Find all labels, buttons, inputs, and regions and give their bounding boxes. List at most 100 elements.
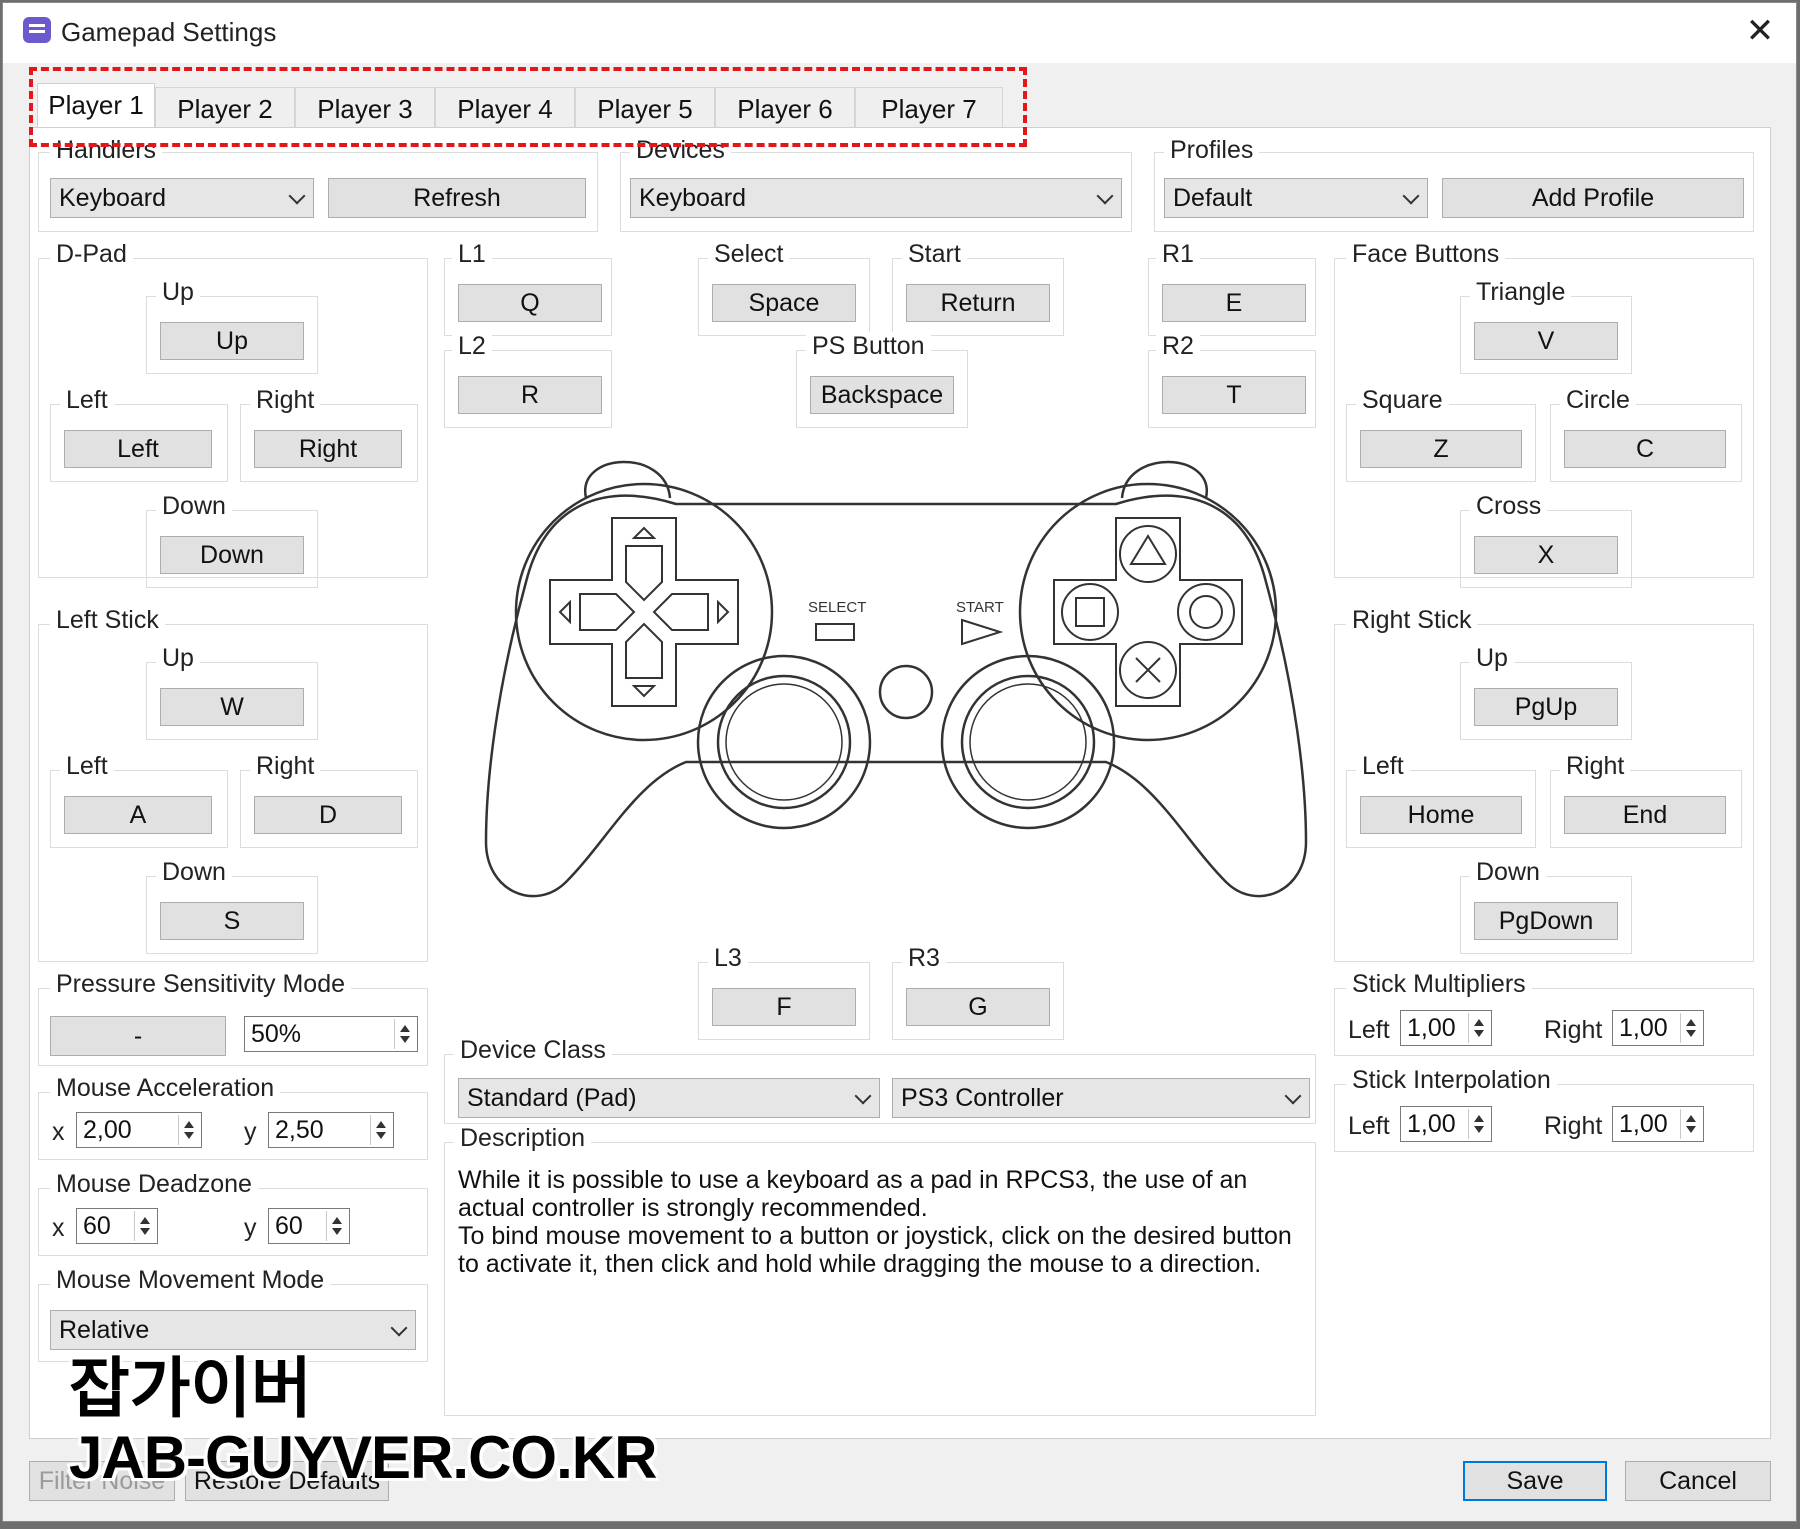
tab-player-1[interactable]: Player 1 [37, 83, 155, 131]
device-type-select[interactable]: PS3 Controller [892, 1078, 1310, 1118]
dpad-group [38, 258, 428, 578]
dpad-right-button[interactable]: Right [254, 430, 402, 468]
spin-arrows-icon[interactable] [1468, 1109, 1489, 1139]
handlers-select[interactable]: Keyboard [50, 178, 314, 218]
dpad-up-button[interactable]: Up [160, 322, 304, 360]
spin-arrows-icon[interactable] [370, 1115, 391, 1145]
triangle-button[interactable]: V [1474, 322, 1618, 360]
select-button[interactable]: Space [712, 284, 856, 322]
stick-multipliers-right-value: 1,00 [1619, 1014, 1668, 1042]
devices-select[interactable]: Keyboard [630, 178, 1122, 218]
tab-player-3[interactable]: Player 3 [295, 87, 435, 129]
right-stick-group [1334, 624, 1754, 962]
circle-symbol-icon [1189, 595, 1223, 629]
stick-multipliers-right-spinbox[interactable]: 1,00 [1612, 1010, 1704, 1046]
dpad-up-group [146, 296, 318, 374]
r3-group [892, 962, 1064, 1040]
tab-player-7[interactable]: Player 7 [855, 87, 1003, 129]
right-stick-right-button[interactable]: End [1564, 796, 1726, 834]
description-text: While it is possible to use a keyboard a… [458, 1166, 1292, 1278]
cross-button[interactable]: X [1474, 536, 1618, 574]
square-label: Square [1356, 386, 1449, 415]
stick-multipliers-left-value: 1,00 [1407, 1014, 1456, 1042]
dpad-right-segment [652, 593, 709, 631]
left-stick-up-button[interactable]: W [160, 688, 304, 726]
square-face-button [1061, 583, 1119, 641]
stick-multipliers-left-spinbox[interactable]: 1,00 [1400, 1010, 1492, 1046]
l1-button[interactable]: Q [458, 284, 602, 322]
watermark-url: JAB-GUYVER.CO.KR [69, 1424, 657, 1491]
triangle-label: Triangle [1470, 278, 1572, 307]
tab-player-5[interactable]: Player 5 [575, 87, 715, 129]
tab-player-6[interactable]: Player 6 [715, 87, 855, 129]
face-buttons-label: Face Buttons [1346, 240, 1506, 269]
square-button[interactable]: Z [1360, 430, 1522, 468]
left-stick-left-group [50, 770, 228, 848]
tab-player-2[interactable]: Player 2 [155, 87, 295, 129]
select-symbol-icon [815, 623, 855, 641]
stick-interpolation-right-spinbox[interactable]: 1,00 [1612, 1106, 1704, 1142]
tab-player-4[interactable]: Player 4 [435, 87, 575, 129]
chevron-down-icon [1096, 187, 1114, 205]
mouse-accel-y-spinbox[interactable]: 2,50 [268, 1112, 394, 1148]
cancel-button[interactable]: Cancel [1625, 1461, 1771, 1501]
close-icon[interactable]: ✕ [1745, 12, 1775, 50]
mouse-accel-y-value: 2,50 [275, 1116, 324, 1144]
devices-value: Keyboard [639, 184, 747, 212]
spin-arrows-icon[interactable] [178, 1115, 199, 1145]
r2-group [1148, 350, 1316, 428]
dpad-left-segment [579, 593, 636, 631]
mouse-movement-select[interactable]: Relative [50, 1310, 416, 1350]
select-text: SELECT [808, 599, 866, 616]
dpad-down-arrow [631, 685, 657, 698]
controller-diagram: SELECT START [484, 460, 1308, 898]
right-stick-up-button[interactable]: PgUp [1474, 688, 1618, 726]
add-profile-button[interactable]: Add Profile [1442, 178, 1744, 218]
profiles-select[interactable]: Default [1164, 178, 1428, 218]
dpad-right-group [240, 404, 418, 482]
stick-interpolation-left-spinbox[interactable]: 1,00 [1400, 1106, 1492, 1142]
profiles-value: Default [1173, 184, 1253, 212]
dpad-down-button[interactable]: Down [160, 536, 304, 574]
right-stick-left-button[interactable]: Home [1360, 796, 1522, 834]
pressure-button[interactable]: - [50, 1016, 226, 1056]
save-button[interactable]: Save [1463, 1461, 1607, 1501]
circle-button[interactable]: C [1564, 430, 1726, 468]
stick-multipliers-label: Stick Multipliers [1346, 970, 1532, 999]
triangle-symbol-icon [1129, 534, 1167, 565]
stick-interpolation-right-label: Right [1544, 1112, 1603, 1140]
left-stick-left-button[interactable]: A [64, 796, 212, 834]
l2-button[interactable]: R [458, 376, 602, 414]
right-stick-down-button[interactable]: PgDown [1474, 902, 1618, 940]
spin-arrows-icon[interactable] [1680, 1013, 1701, 1043]
window-title: Gamepad Settings [61, 17, 277, 47]
dpad-left-button[interactable]: Left [64, 430, 212, 468]
ps-button[interactable]: Backspace [810, 376, 954, 414]
spin-arrows-icon[interactable] [1680, 1109, 1701, 1139]
start-button[interactable]: Return [906, 284, 1050, 322]
mouse-deadzone-x-spinbox[interactable]: 60 [76, 1208, 158, 1244]
left-stick-group [38, 624, 428, 962]
r2-button[interactable]: T [1162, 376, 1306, 414]
refresh-button[interactable]: Refresh [328, 178, 586, 218]
spin-arrows-icon[interactable] [134, 1211, 155, 1241]
left-stick-right-button[interactable]: D [254, 796, 402, 834]
spin-arrows-icon[interactable] [394, 1019, 415, 1049]
l3-button[interactable]: F [712, 988, 856, 1026]
r1-button[interactable]: E [1162, 284, 1306, 322]
stick-interpolation-left-label: Left [1348, 1112, 1390, 1140]
filter-noise-button[interactable]: Filter Noise [29, 1461, 175, 1501]
restore-defaults-button[interactable]: Restore Defaults [185, 1461, 389, 1501]
left-stick-down-button[interactable]: S [160, 902, 304, 940]
mouse-accel-x-spinbox[interactable]: 2,00 [76, 1112, 202, 1148]
title-bar: Gamepad Settings ✕ [3, 3, 1796, 63]
device-class-select[interactable]: Standard (Pad) [458, 1078, 880, 1118]
spin-arrows-icon[interactable] [1468, 1013, 1489, 1043]
right-stick-up-label: Up [1470, 644, 1514, 673]
pressure-spinbox[interactable]: 50% [244, 1016, 418, 1052]
dpad-right-arrow [717, 599, 730, 625]
spin-arrows-icon[interactable] [326, 1211, 347, 1241]
r3-button[interactable]: G [906, 988, 1050, 1026]
mouse-deadzone-y-spinbox[interactable]: 60 [268, 1208, 350, 1244]
device-type-value: PS3 Controller [901, 1084, 1064, 1112]
